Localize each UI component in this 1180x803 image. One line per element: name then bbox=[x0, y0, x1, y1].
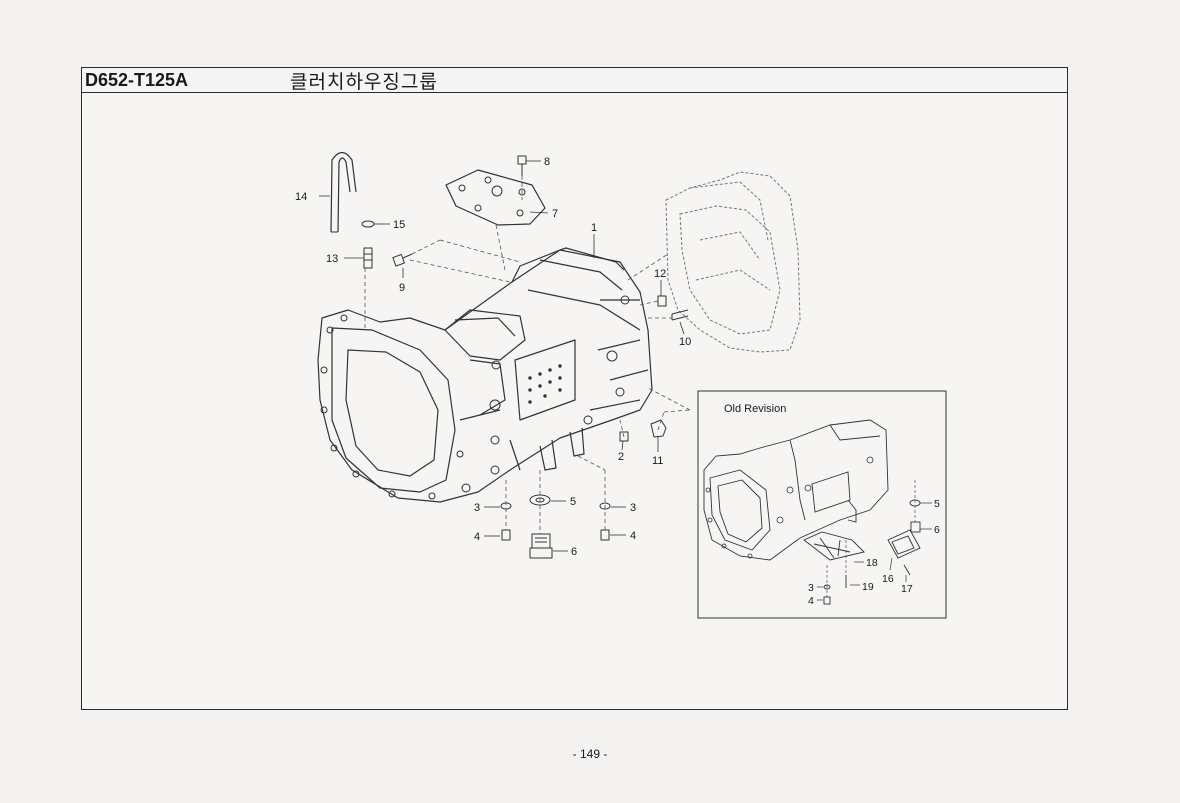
dowel-pin-2-part bbox=[619, 431, 629, 442]
inset-callout-5: 5 bbox=[934, 498, 940, 510]
drain-plug-6-part bbox=[529, 533, 553, 559]
callout-6: 6 bbox=[571, 546, 577, 558]
hose-part bbox=[330, 151, 357, 233]
callout-8: 8 bbox=[544, 156, 550, 168]
callout-1: 1 bbox=[591, 222, 597, 234]
model-code: D652-T125A bbox=[85, 70, 189, 90]
callout-3-left: 3 bbox=[474, 502, 480, 514]
inset-cover-18-part bbox=[803, 531, 865, 561]
bolt-4-right-part bbox=[600, 529, 610, 541]
inset-plug-6-part bbox=[910, 521, 921, 533]
old-revision-inset: Old Revision bbox=[697, 390, 947, 619]
plug-11-part bbox=[650, 419, 667, 438]
housing-bolt-holes bbox=[320, 295, 630, 500]
inset-bolt-17-part bbox=[903, 564, 911, 576]
title-bar: D652-T125A 클러치하우징그룹 bbox=[82, 68, 1067, 93]
callout-11: 11 bbox=[652, 455, 663, 467]
callout-12: 12 bbox=[654, 268, 666, 280]
inset-title: Old Revision bbox=[724, 403, 786, 415]
callout-14: 14 bbox=[295, 191, 307, 203]
inset-callout-3: 3 bbox=[808, 582, 814, 594]
inset-housing-part bbox=[703, 419, 889, 561]
valve-block-dots bbox=[528, 364, 562, 404]
inset-callout-16: 16 bbox=[882, 573, 894, 585]
inset-callout-18: 18 bbox=[866, 557, 878, 569]
inset-bolt-4-part bbox=[823, 596, 831, 605]
o-ring-part bbox=[361, 220, 375, 228]
bolt-9-part bbox=[392, 253, 413, 267]
inset-callout-6: 6 bbox=[934, 524, 940, 536]
callout-10: 10 bbox=[679, 336, 691, 348]
alignment-lines bbox=[364, 176, 691, 534]
cover-plate-part bbox=[445, 169, 546, 226]
inset-callout-19: 19 bbox=[862, 581, 874, 593]
inset-callout-17: 17 bbox=[901, 583, 913, 595]
clutch-housing-part bbox=[317, 247, 653, 503]
callout-4-right: 4 bbox=[630, 530, 636, 542]
inset-callout-4: 4 bbox=[808, 595, 814, 607]
callout-5: 5 bbox=[570, 496, 576, 508]
callout-15: 15 bbox=[393, 219, 405, 231]
callout-7: 7 bbox=[552, 208, 558, 220]
callout-13: 13 bbox=[326, 253, 338, 265]
stud-10-part bbox=[671, 309, 689, 321]
adjacent-housing-outline bbox=[665, 171, 801, 353]
bolt-4-left-part bbox=[501, 529, 511, 541]
page-number: - 149 - bbox=[572, 747, 608, 761]
group-name: 클러치하우징그룹 bbox=[290, 71, 438, 93]
dowel-pin-12-part bbox=[657, 295, 667, 307]
leader-lines bbox=[319, 160, 685, 552]
main-callouts: 1 2 3 3 4 4 5 6 7 8 9 10 11 12 13 14 15 bbox=[295, 156, 691, 558]
callout-3-right: 3 bbox=[630, 502, 636, 514]
callout-4-left: 4 bbox=[474, 531, 480, 543]
callout-2: 2 bbox=[618, 451, 624, 463]
callout-9: 9 bbox=[399, 282, 405, 294]
inset-cover-16-part bbox=[887, 529, 921, 559]
connector-part bbox=[363, 247, 373, 269]
bolt-8-part bbox=[517, 155, 527, 176]
